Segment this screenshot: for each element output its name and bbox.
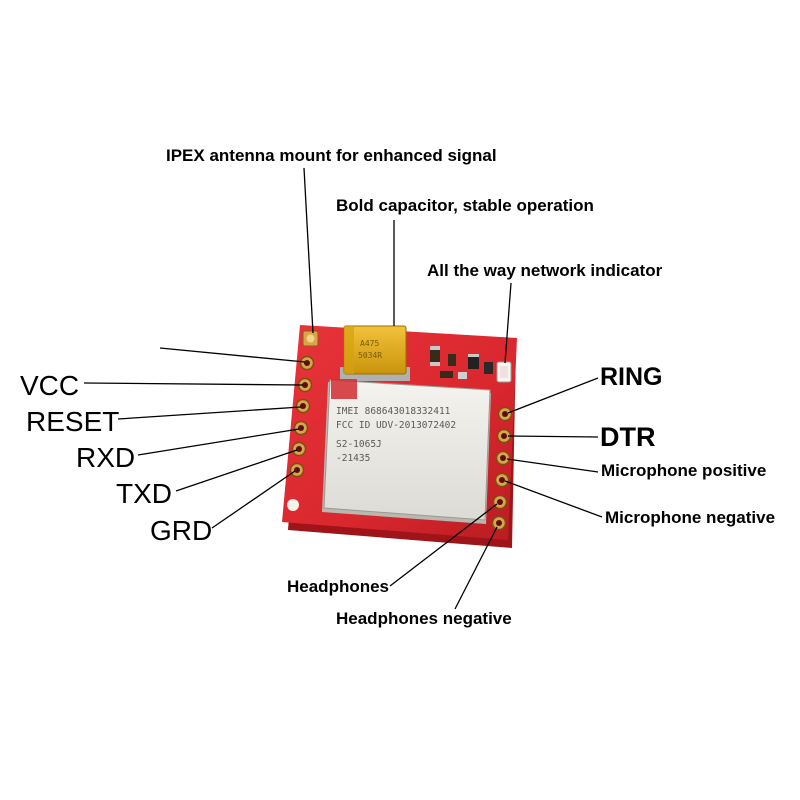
capacitor-marking-1: A475 [360, 339, 379, 348]
label-network-indicator: All the way network indicator [427, 261, 663, 280]
leader-vcc [83, 382, 304, 386]
leader-reset [117, 406, 302, 420]
label-dtr: DTR [600, 422, 656, 452]
label-vcc: VCC [20, 370, 80, 401]
tantalum-capacitor: A475 5034R [340, 325, 410, 381]
right-pin-header [491, 406, 513, 531]
leader-grd [211, 470, 296, 529]
chip-model: S2-1065J [336, 439, 382, 450]
label-capacitor: Bold capacitor, stable operation [336, 196, 594, 215]
leader-mic-neg [504, 480, 603, 518]
leader-dtr [507, 435, 599, 438]
leader-network [504, 282, 512, 364]
label-ring: RING [600, 363, 663, 391]
leader-headphones [389, 503, 498, 587]
leader-mic-pos [506, 458, 599, 473]
capacitor-marking-2: 5034R [358, 351, 382, 360]
label-microphone-positive: Microphone positive [601, 461, 767, 480]
chip-imei: IMEI 868643018332411 [336, 406, 451, 417]
ipex-antenna-pad [302, 330, 319, 347]
smd-components [430, 346, 493, 379]
left-pin-header [287, 355, 315, 511]
leader-top-pin [159, 347, 306, 363]
leader-ipex [303, 167, 314, 334]
leader-ring [507, 377, 599, 414]
label-headphones-negative: Headphones negative [336, 609, 512, 628]
chip-batch: -21435 [336, 453, 370, 464]
chip-fcc-id: FCC ID UDV-2013072402 [336, 420, 456, 431]
leader-txd [175, 449, 298, 492]
label-rxd: RXD [76, 442, 136, 473]
label-headphones: Headphones [287, 577, 390, 596]
leader-headphones-neg [454, 526, 498, 610]
gsm-module-shield: IMEI 868643018332411 FCC ID UDV-20130724… [322, 379, 491, 524]
label-ipex-antenna: IPEX antenna mount for enhanced signal [166, 146, 497, 165]
leader-lines [83, 167, 603, 610]
label-microphone-negative: Microphone negative [605, 508, 776, 527]
leader-rxd [137, 428, 300, 456]
network-led [496, 361, 512, 383]
label-grd: GRD [150, 515, 213, 546]
label-reset: RESET [26, 406, 120, 437]
label-txd: TXD [116, 478, 172, 509]
